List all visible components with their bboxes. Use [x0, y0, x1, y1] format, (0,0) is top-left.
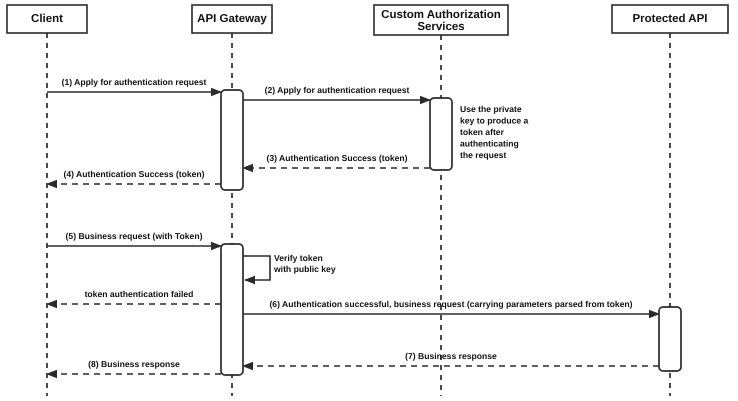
labels-layer: Client API Gateway Custom AuthorizationSer…: [31, 9, 707, 369]
note-line-5: the request: [460, 150, 506, 160]
message-label-m2: (2) Apply for authentication request: [265, 85, 410, 95]
note-line-3: token after: [460, 127, 505, 137]
self-message-label-line1: Verify token: [274, 253, 323, 263]
participant-label-custom_auth-line2: Services: [417, 21, 464, 33]
participant-client: [6, 4, 88, 396]
self-message-arrow-verify-token-self-message[interactable]: [243, 255, 271, 285]
message-label-m1: (1) Apply for authentication request: [62, 77, 207, 87]
gateway-auth-activation[interactable]: [220, 89, 244, 191]
messages-layer: [45, 87, 661, 379]
message-label-m6: token authentication failed: [85, 289, 194, 299]
participant-label-api_gateway: API Gateway: [197, 13, 267, 25]
authsvc-activation[interactable]: [429, 97, 453, 171]
gateway-business-activation[interactable]: [220, 243, 244, 376]
participant-box-api_gateway[interactable]: [191, 4, 273, 34]
message-label-m4: (4) Authentication Success (token): [63, 169, 204, 179]
note-line-2: key to produce a: [460, 116, 529, 126]
message-label-m7: (6) Authentication successful, business …: [269, 299, 632, 309]
participant-label-protected_api: Protected API: [633, 13, 708, 25]
message-label-m5: (5) Business request (with Token): [66, 231, 203, 241]
lifelines-layer: [6, 4, 729, 396]
participant-custom_auth: [373, 4, 509, 396]
message-label-m3: (3) Authentication Success (token): [266, 153, 407, 163]
activations-layer: [220, 89, 682, 376]
participant-label-custom_auth: Custom Authorization: [381, 9, 501, 21]
message-label-m8: (7) Business response: [405, 351, 497, 361]
protected-api-activation[interactable]: [658, 306, 682, 372]
message-label-m9: (8) Business response: [88, 359, 180, 369]
self-message-label-line2: with public key: [273, 264, 336, 274]
note-line-4: authenticating: [460, 139, 519, 149]
note-line-1: Use the private: [460, 104, 522, 114]
participant-label-client: Client: [31, 13, 63, 25]
participant-box-custom_auth[interactable]: [373, 4, 509, 36]
